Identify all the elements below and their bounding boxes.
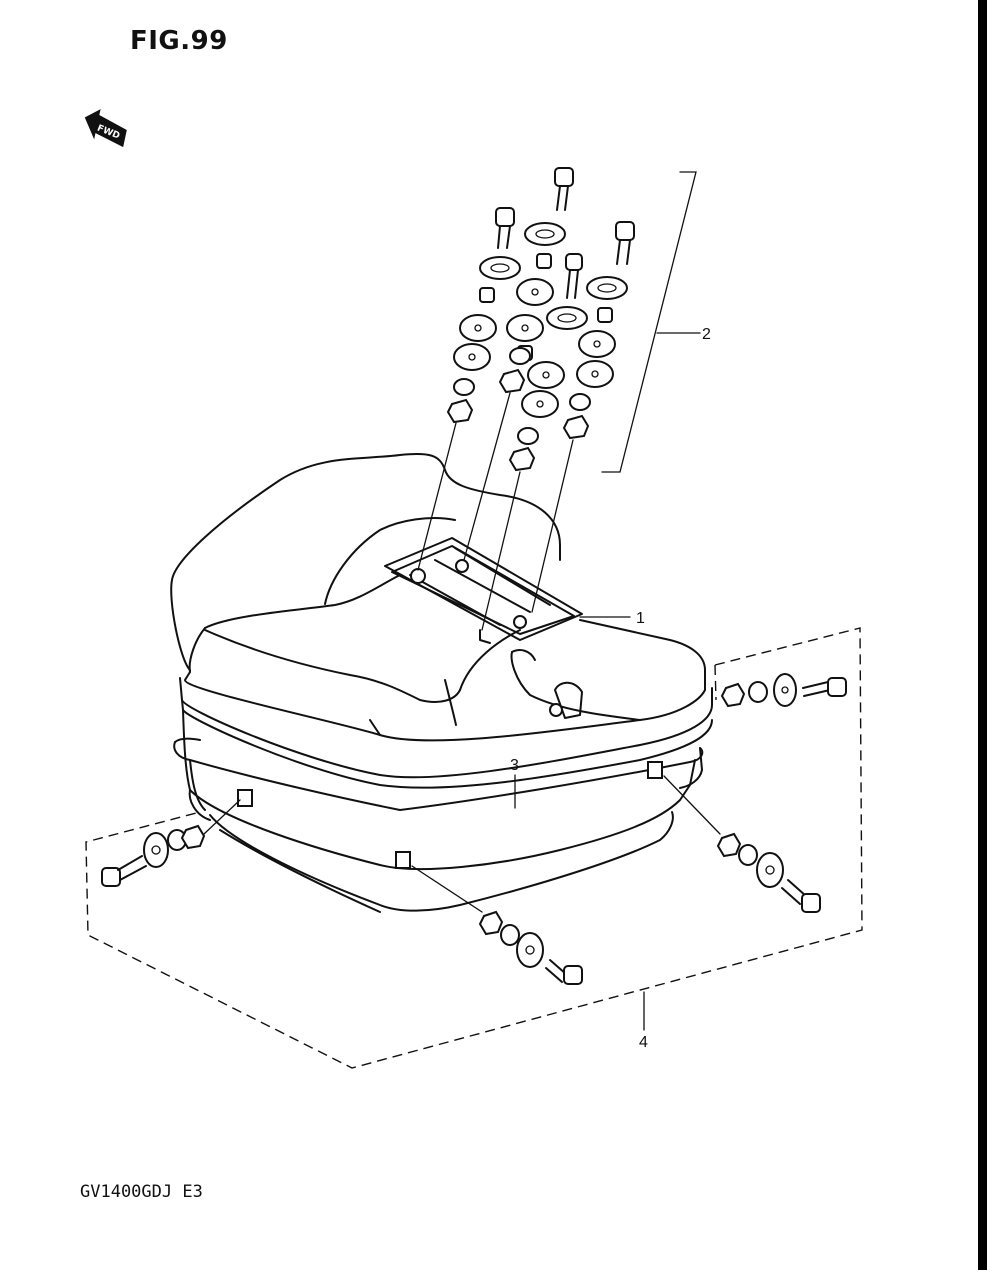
nut-icon xyxy=(498,368,526,394)
nut-icon xyxy=(508,446,536,472)
collar-icon xyxy=(479,287,495,303)
nut-icon xyxy=(720,682,746,708)
collar-icon xyxy=(536,253,552,269)
bolt-icon xyxy=(495,207,515,249)
nut-icon xyxy=(446,398,474,424)
washer-icon xyxy=(459,314,497,342)
washer-icon xyxy=(516,278,554,306)
side-mount-hardware xyxy=(101,673,847,985)
washer-icon xyxy=(756,852,784,888)
washer-icon xyxy=(516,932,544,968)
trunk-box xyxy=(170,452,713,913)
lock-washer-icon xyxy=(569,393,591,411)
bolt-icon xyxy=(565,253,583,299)
model-code: GV1400GDJ E3 xyxy=(80,1182,203,1202)
grommet-icon xyxy=(586,276,628,300)
bolt-icon xyxy=(802,677,847,697)
bolt-icon xyxy=(101,855,147,887)
lock-washer-icon xyxy=(453,378,475,396)
washer-icon xyxy=(527,361,565,389)
nut-icon xyxy=(478,910,504,936)
kit-boundary-outline xyxy=(85,627,863,1069)
nut-icon xyxy=(562,414,590,440)
grommet-icon xyxy=(546,306,588,330)
callout-1: 1 xyxy=(636,610,645,627)
lock-washer-icon xyxy=(509,347,531,365)
washer-icon xyxy=(576,360,614,388)
bolt-icon xyxy=(615,221,635,265)
nut-icon xyxy=(716,832,742,858)
forward-arrow-icon: FWD xyxy=(84,109,127,148)
washer-icon xyxy=(506,314,544,342)
lock-washer-icon xyxy=(748,681,768,703)
lock-washer-icon xyxy=(500,924,520,946)
bolt-icon xyxy=(781,879,821,913)
lock-washer-icon xyxy=(738,844,758,866)
callout-4: 4 xyxy=(639,1034,648,1051)
washer-icon xyxy=(578,330,616,358)
washer-icon xyxy=(143,832,169,868)
grommet-icon xyxy=(479,256,521,280)
callout-3: 3 xyxy=(510,757,519,774)
nut-icon xyxy=(180,824,206,850)
washer-icon xyxy=(773,673,797,707)
mounting-hardware-kit xyxy=(417,167,701,631)
figure-title: FIG.99 xyxy=(130,26,228,56)
washer-icon xyxy=(521,390,559,418)
grommet-icon xyxy=(524,222,566,246)
bolt-icon xyxy=(554,167,574,211)
collar-icon xyxy=(597,307,613,323)
lock-washer-icon xyxy=(517,427,539,445)
bolt-icon xyxy=(545,959,583,985)
washer-icon xyxy=(453,343,491,371)
callout-2: 2 xyxy=(702,326,711,343)
luggage-rack xyxy=(384,537,583,644)
page-edge-binding xyxy=(978,0,987,1270)
